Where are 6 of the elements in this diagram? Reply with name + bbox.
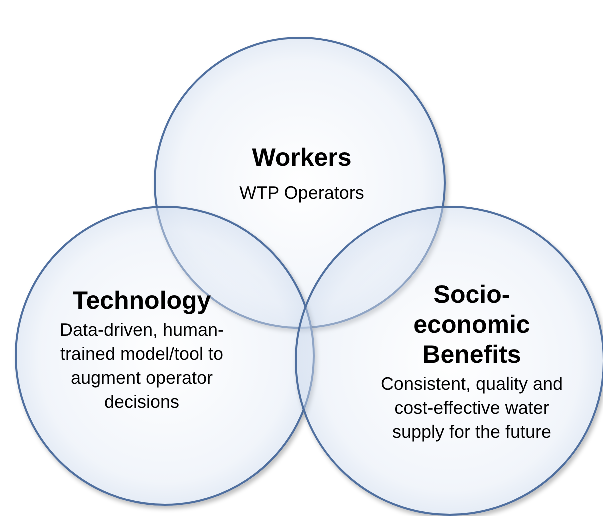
circle-heading: Technology — [72, 286, 212, 316]
circle-description: WTP Operators — [238, 182, 366, 205]
circle-description: Consistent, quality and cost-effective water supply for the future — [380, 373, 564, 444]
circle-description: Data-driven, human-trained model/tool to augment operator decisions — [58, 319, 226, 414]
circle-heading: Workers — [251, 143, 353, 173]
circle-heading: Socio-economic Benefits — [412, 280, 532, 370]
